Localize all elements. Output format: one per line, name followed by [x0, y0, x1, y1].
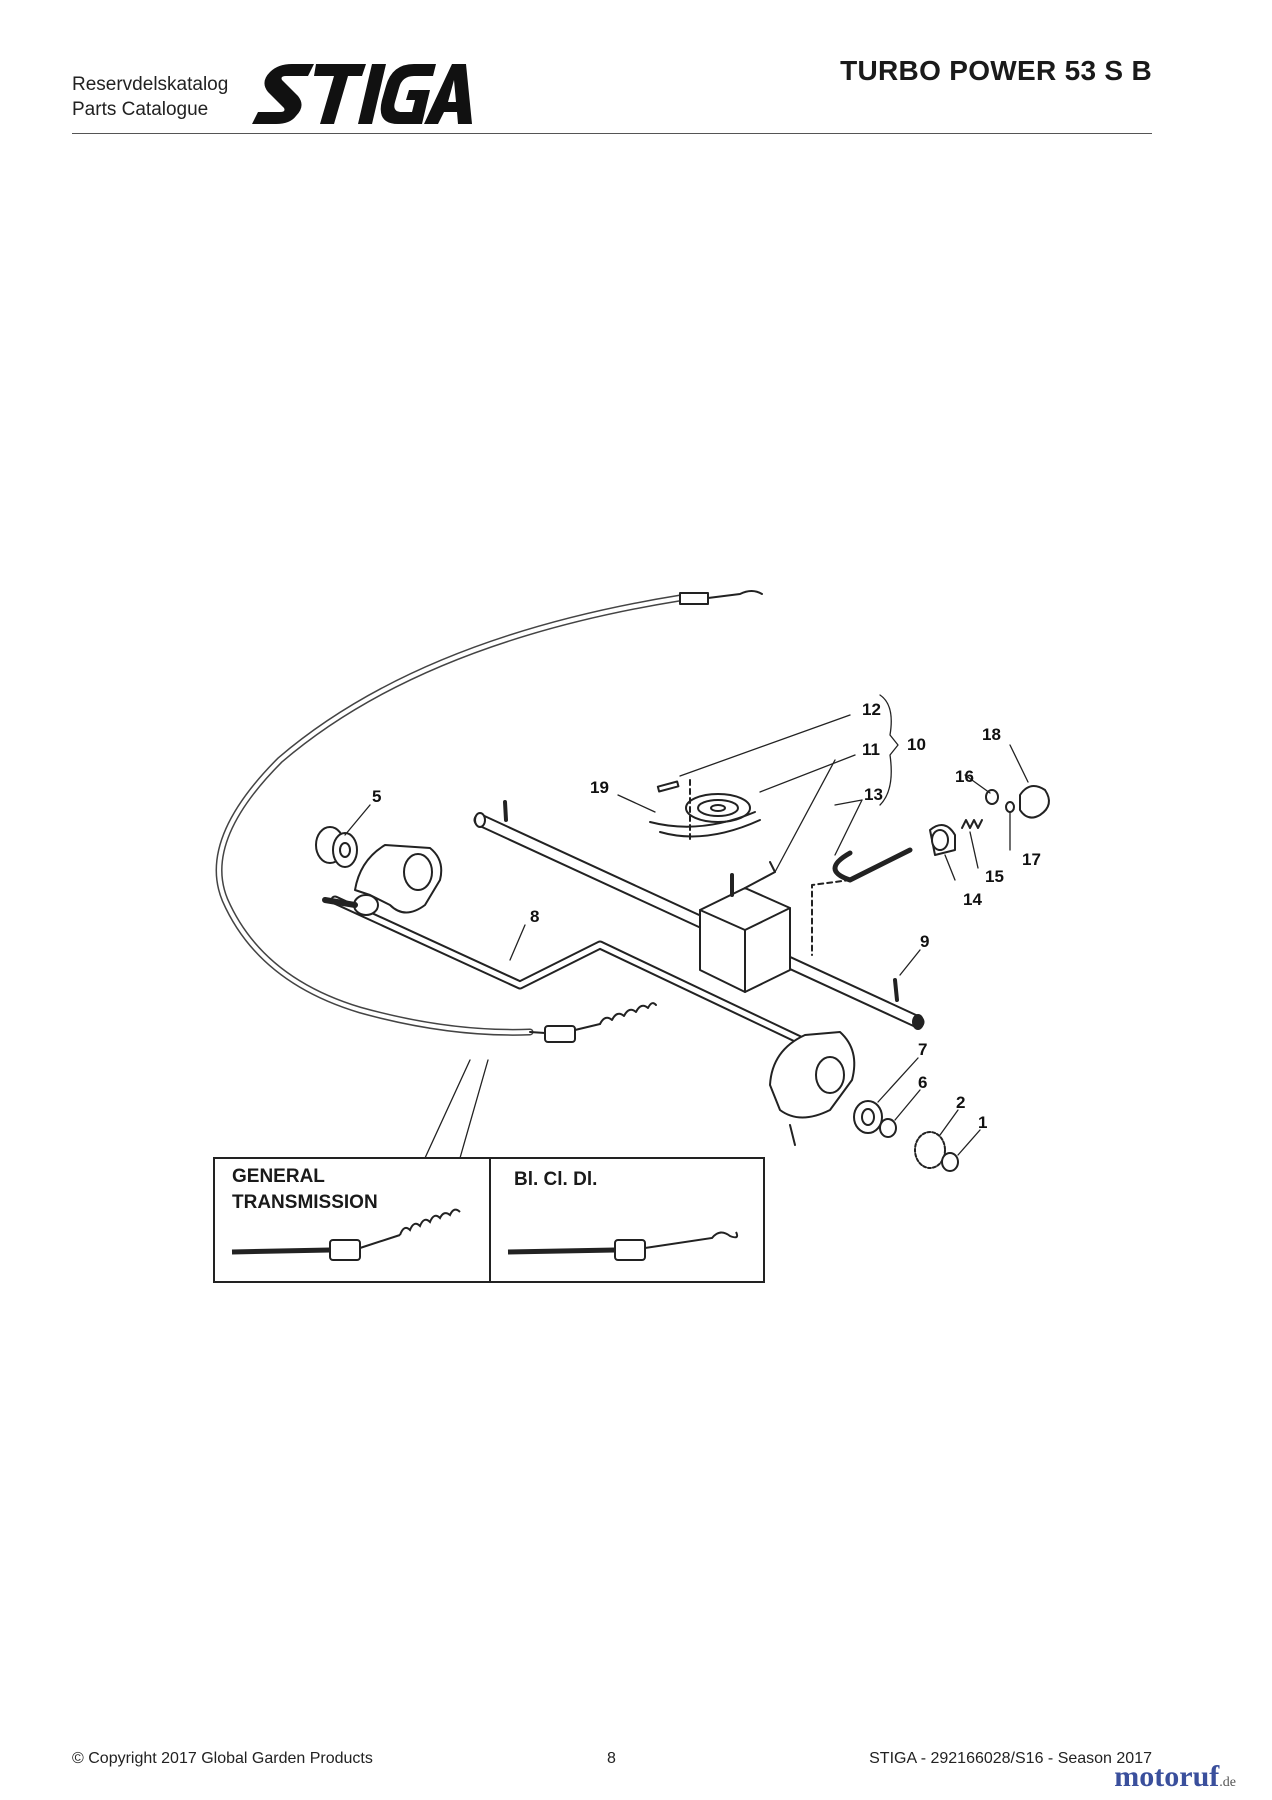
callout-5: 5	[372, 787, 381, 806]
callout-10: 10	[907, 735, 926, 754]
watermark-text: motoruf	[1114, 1760, 1220, 1793]
footer-page-number: 8	[607, 1750, 616, 1767]
transmission-exploded-diagram: 12 11 10 13 18 16 17 15 14 19 5 8 9 7 6 …	[213, 590, 1050, 1283]
catalog-title: Reservdelskatalog Parts Catalogue	[72, 72, 228, 122]
catalog-title-sv: Reservdelskatalog	[72, 74, 229, 95]
callout-7: 7	[918, 1040, 927, 1059]
callout-2: 2	[956, 1093, 965, 1112]
spring	[961, 819, 983, 829]
callout-8: 8	[530, 907, 539, 926]
catalog-title-en: Parts Catalogue	[72, 99, 209, 120]
callout-1: 1	[978, 1113, 987, 1132]
inset-title-blcldl: Bl. Cl. Dl.	[514, 1169, 598, 1190]
header-divider	[72, 133, 1152, 134]
engage-lever	[832, 847, 913, 883]
callout-19: 19	[590, 778, 609, 797]
right-bracket	[769, 1031, 856, 1119]
callout-17: 17	[1022, 850, 1041, 869]
callout-16: 16	[955, 767, 974, 786]
callout-12: 12	[862, 700, 881, 719]
callout-14: 14	[963, 890, 982, 909]
pulley	[685, 793, 751, 823]
drive-belt	[649, 811, 761, 838]
knob-cap	[1019, 785, 1050, 819]
callout-9: 9	[920, 932, 929, 951]
control-cable	[215, 594, 684, 1036]
footer-document-reference: STIGA - 292166028/S16 - Season 2017	[869, 1750, 1152, 1767]
callout-18: 18	[982, 725, 1001, 744]
inset-title-general-transmission: GENERAL TRANSMISSION	[232, 1166, 378, 1213]
watermark-logo: motoruf.de	[1114, 1760, 1236, 1794]
callout-11: 11	[862, 740, 880, 759]
footer-copyright: © Copyright 2017 Global Garden Products	[72, 1750, 373, 1767]
model-name: TURBO POWER 53 S B	[840, 55, 1152, 86]
callout-13: 13	[864, 785, 883, 804]
callout-6: 6	[918, 1073, 927, 1092]
watermark-suffix: .de	[1219, 1775, 1236, 1790]
stiga-logo	[252, 64, 472, 124]
callout-15: 15	[985, 867, 1004, 886]
